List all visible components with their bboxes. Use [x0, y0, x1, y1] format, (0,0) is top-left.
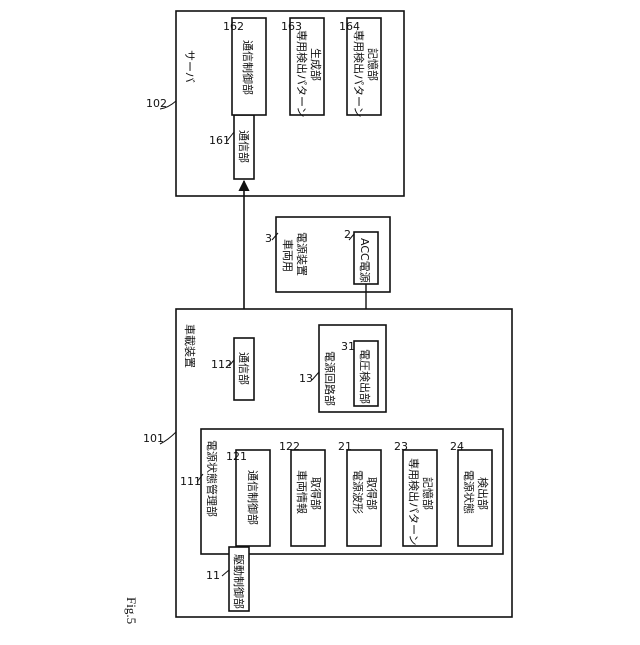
waveform-ref: 21 [338, 440, 352, 453]
vehicle-power-line1: 車両用 [281, 239, 295, 272]
server-pattern-store-ref: 164 [339, 20, 360, 33]
onboard-block: 車載装置 101 通信部 112 電源回路部 13 電圧検出部 31 電源状態管… [143, 309, 512, 617]
power-state-detect-ref: 24 [450, 440, 464, 453]
server-comm-control-label: 通信制御部 [241, 40, 255, 95]
drive-control-label: 駆動制御部 [232, 554, 246, 609]
server-pattern-gen-line1: 専用検出パターン [295, 30, 309, 117]
server-comm-unit-label: 通信部 [237, 130, 251, 163]
vehicle-info-ref: 122 [279, 440, 300, 453]
server-pattern-gen-ref: 163 [281, 20, 302, 33]
server-pattern-gen-line2: 生成部 [309, 48, 323, 81]
waveform-line2: 取得部 [365, 477, 379, 510]
power-state-detect-line1: 電源状態 [462, 470, 476, 514]
vehicle-power-ref: 3 [265, 232, 272, 245]
server-pattern-store-line2: 記憶部 [366, 48, 380, 81]
server-block: サーバ 102 通信部 161 通信制御部 162 専用検出パターン 生成部 1… [146, 11, 404, 196]
mgmt-comm-control-ref: 121 [226, 450, 247, 463]
voltage-detect-ref: 31 [341, 340, 355, 353]
power-circuit-label: 電源回路部 [323, 351, 337, 406]
vehicle-info-line1: 車両情報 [295, 470, 309, 514]
onboard-title: 車載装置 [183, 324, 197, 368]
vehicle-power-block: 車両用 電源装置 3 ACC電源 2 [265, 217, 390, 292]
vehicle-info-line2: 取得部 [309, 477, 323, 510]
server-comm-control-ref: 162 [223, 20, 244, 33]
onboard-comm-unit-label: 通信部 [237, 352, 251, 385]
acc-power-label: ACC電源 [358, 238, 372, 283]
power-circuit-ref: 13 [299, 372, 313, 385]
vehicle-power-line2: 電源装置 [295, 232, 309, 276]
server-title: サーバ [183, 50, 196, 83]
mgmt-pattern-store-line1: 専用検出パターン [407, 458, 421, 545]
mgmt-comm-control-label: 通信制御部 [246, 470, 260, 525]
voltage-detect-label: 電圧検出部 [358, 349, 372, 404]
figure-label: Fig.5 [124, 597, 139, 624]
mgmt-pattern-store-ref: 23 [394, 440, 408, 453]
onboard-comm-unit-ref: 112 [211, 358, 232, 371]
mgmt-pattern-store-line2: 記憶部 [421, 477, 435, 510]
drive-control-ref: 11 [206, 569, 220, 582]
waveform-line1: 電源波形 [351, 470, 365, 514]
power-state-detect-line2: 検出部 [476, 477, 490, 510]
server-pattern-store-line1: 専用検出パターン [352, 30, 366, 117]
power-state-mgmt-label: 電源状態管理部 [205, 440, 219, 517]
